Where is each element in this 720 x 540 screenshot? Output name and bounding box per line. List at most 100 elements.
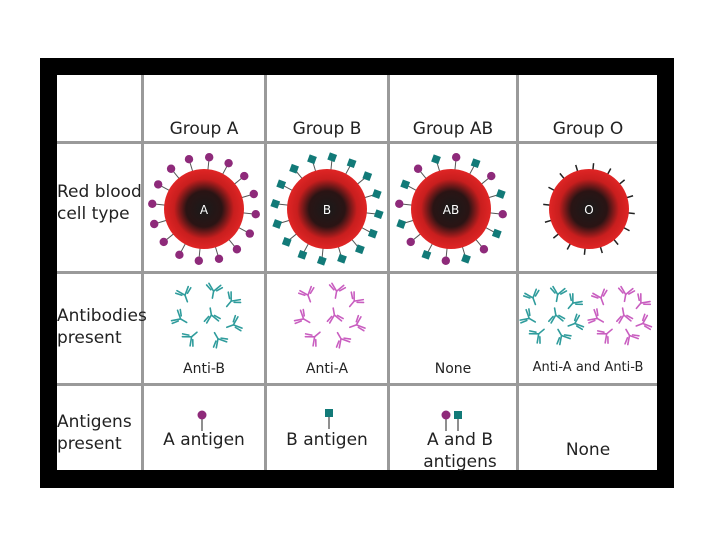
antibody-icon (549, 285, 568, 303)
antibody-icon (567, 313, 585, 331)
antibody-cluster-anti-a (293, 282, 366, 349)
antigen-a-icon (240, 171, 249, 181)
red-blood-cell-b: B (270, 152, 384, 266)
antigen-b-icon (281, 237, 292, 247)
antigen-a-icon (159, 237, 168, 247)
grid-line (57, 271, 657, 274)
cell-body (411, 169, 491, 249)
cell-letter-a: A (200, 203, 209, 217)
antigen-b-icon (431, 154, 441, 165)
antigen-a-icon (487, 171, 496, 181)
antigen-a-icon (204, 153, 214, 162)
blood-type-table: Group A Group B Group AB Group O Red blo… (57, 75, 657, 472)
antibody-icon (297, 285, 315, 303)
antibody-icon (335, 331, 352, 349)
antibody-icon (348, 291, 365, 308)
column-header-group-ab: Group AB (412, 119, 494, 139)
antibody-icon (328, 282, 347, 299)
antigen-a-icon (441, 410, 451, 420)
cell-body (164, 169, 244, 249)
cell-letter-b: B (323, 203, 331, 217)
antigen-a-icon (166, 164, 176, 173)
red-blood-cell-o: O (543, 163, 635, 255)
antigen-b-icon (355, 244, 365, 255)
antibody-icon (624, 328, 640, 346)
column-header-group-o: Group O (552, 119, 624, 139)
cell-letter-ab: AB (443, 203, 459, 217)
row-label-cell-type: Red blood cell type (57, 182, 142, 224)
antigen-a-icon (441, 256, 451, 265)
antigen-a-icon (232, 245, 242, 254)
antigen-b-icon (272, 219, 283, 229)
antibody-icon (567, 293, 584, 310)
antigen-marker-ab (441, 410, 462, 431)
antibody-icon (326, 307, 344, 324)
antigen-b-icon (454, 411, 462, 419)
antigen-a-icon (479, 245, 489, 254)
antigen-a-icon (153, 180, 163, 189)
antibody-icon (225, 291, 242, 308)
antigen-b-icon (373, 209, 384, 220)
grid-line (57, 383, 657, 386)
antigen-b-icon (297, 249, 308, 260)
row-label-antibodies: Antibodies present (57, 306, 147, 348)
antigen-marker-a (197, 410, 207, 431)
antibody-icon (556, 328, 572, 346)
antigen-b-icon (289, 163, 299, 174)
antigen-a-icon (150, 219, 159, 229)
antibody-icon (226, 314, 243, 332)
antibody-icon (547, 307, 566, 324)
antigen-b-icon (270, 198, 281, 209)
red-blood-cell-ab: AB (395, 153, 507, 265)
antibody-icon (212, 331, 229, 349)
antibody-icon (596, 328, 613, 344)
antibody-icon (203, 307, 221, 324)
antigen-b-icon (396, 219, 407, 229)
cell-letter-o: O (584, 203, 593, 217)
antibody-icon (293, 308, 311, 325)
antibody-icon (181, 331, 198, 347)
antigen-b-icon (400, 179, 411, 190)
antigen-b-icon (371, 189, 382, 199)
antigen-b-icon (367, 228, 378, 239)
row-label-antigens: Antigens present (57, 412, 132, 454)
antibody-icon (617, 285, 636, 303)
antigen-a-icon (249, 189, 258, 199)
antigen-b-icon (316, 255, 327, 266)
red-blood-cell-a: A (148, 153, 260, 265)
antigen-b-icon (337, 253, 347, 264)
grid-line (57, 141, 657, 144)
antibody-caption-ab: None (434, 361, 472, 377)
antigen-label-o: None (565, 440, 611, 460)
antigen-marker-b (325, 409, 333, 429)
antigen-b-icon (461, 253, 471, 264)
antigen-a-icon (175, 250, 184, 260)
cell-body (287, 169, 367, 249)
antibody-icon (615, 307, 634, 324)
antibody-icon (304, 331, 321, 347)
antigen-a-icon (148, 199, 157, 209)
antigen-label-b: B antigen (286, 430, 368, 450)
antibody-icon (205, 282, 224, 299)
antibody-icon (170, 308, 188, 325)
cell-body (549, 169, 629, 249)
antibody-icon (519, 308, 537, 324)
antibody-icon (635, 313, 653, 331)
antigen-b-icon (307, 154, 317, 165)
antigen-a-icon (214, 254, 224, 263)
antigen-b-icon (495, 189, 506, 199)
antibody-icon (590, 288, 608, 306)
antibody-icon (587, 308, 605, 324)
antigen-b-icon (325, 409, 333, 417)
antigen-a-icon (194, 256, 204, 265)
antibody-cluster-anti-a (587, 285, 653, 346)
antigen-b-icon (276, 179, 287, 190)
antigen-a-icon (184, 155, 194, 164)
antigen-label-a: A antigen (163, 430, 245, 450)
antigen-b-icon (362, 171, 373, 181)
antibody-icon (635, 293, 652, 310)
antigen-label-ab: A and B antigens (423, 430, 497, 472)
antigen-a-icon (245, 229, 255, 238)
antigen-a-icon (451, 153, 461, 162)
antibody-icon (522, 288, 540, 306)
